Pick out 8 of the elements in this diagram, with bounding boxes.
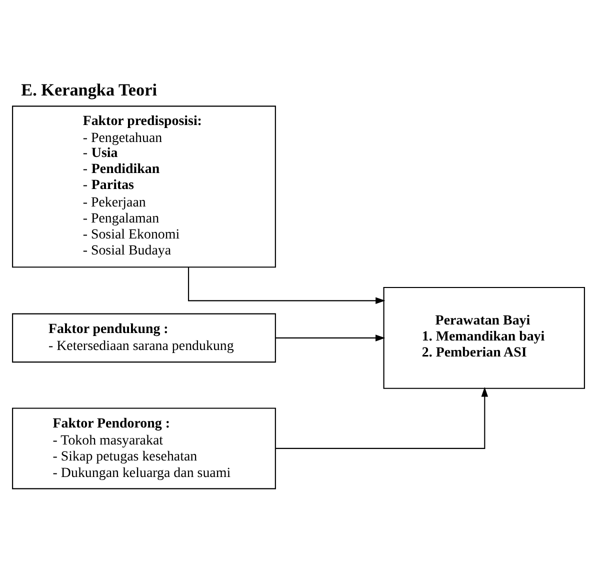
node-box: Faktor pendukung : - Ketersediaan sarana pendukung: [12, 312, 276, 362]
arrow: [276, 386, 488, 448]
arrow: [276, 334, 386, 341]
node-box: Faktor Pendorong : - Tokoh masyarakat - Sikap petugas kesehatan - Dukungan keluarga dan suami: [12, 407, 276, 489]
node-box: Perawatan Bayi 1. Memandikan bayi 2. Pemberian ASI: [383, 286, 585, 388]
diagram-title: E. Kerangka Teori: [21, 80, 157, 99]
node-box: Faktor predisposisi: - Pengetahuan - Usia - Pendidikan - Paritas - Pekerjaan - Pengalaman - Sosial Ekonomi - Sosial Budaya: [12, 105, 276, 268]
arrow: [188, 266, 386, 304]
